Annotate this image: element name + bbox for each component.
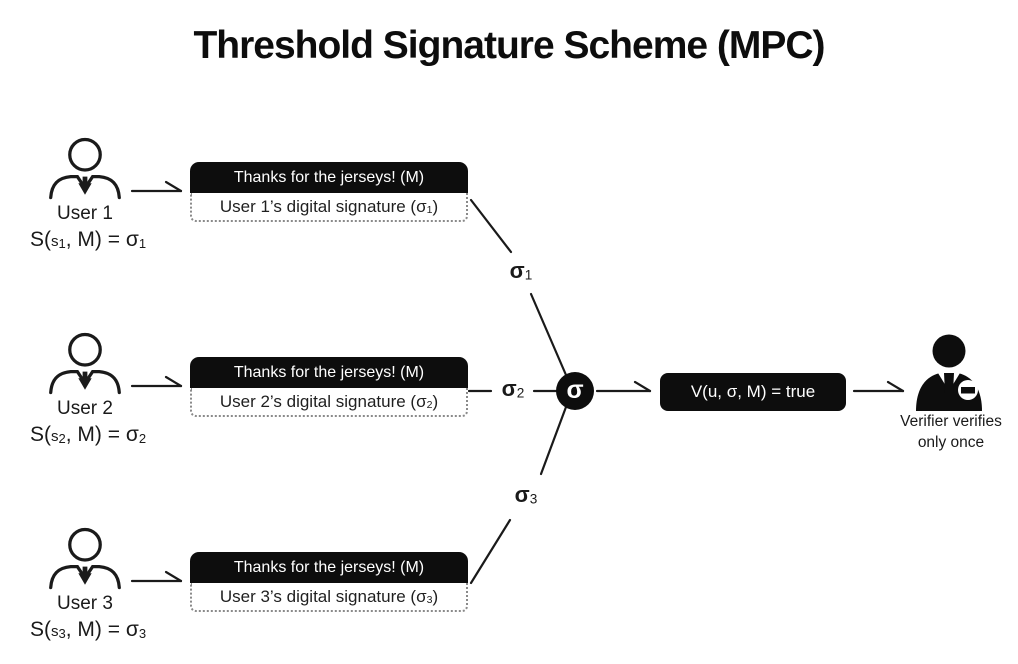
- diagram-title: Threshold Signature Scheme (MPC): [193, 24, 825, 67]
- verification-result-box: V(u, σ, M) = true: [660, 373, 846, 411]
- arrow-user3-to-message-icon: [130, 570, 183, 583]
- sigma-aggregate-node: σ: [556, 372, 594, 410]
- verifier-caption-line2: only once: [917, 434, 985, 451]
- share-label-sigma3: σ3: [514, 482, 538, 507]
- arrow-user2-to-message-icon: [130, 375, 183, 388]
- share-label-sigma1: σ1: [509, 258, 533, 283]
- signature-text: User 3’s digital signature (σ3): [190, 583, 468, 612]
- signed-message-box: Thanks for the jerseys! (M) User 2’s dig…: [190, 357, 468, 417]
- user-icon: [45, 330, 125, 398]
- arrow-user1-to-message-icon: [130, 180, 183, 193]
- message-text: Thanks for the jerseys! (M): [190, 162, 468, 193]
- verifier-caption: Verifier verifies only once: [872, 411, 1018, 453]
- signing-formula: S(s2, M) = σ2: [29, 423, 147, 446]
- signed-message-box: Thanks for the jerseys! (M) User 1’s dig…: [190, 162, 468, 222]
- user-icon: [45, 525, 125, 593]
- verifier-icon: [910, 331, 990, 415]
- arrow-verify-to-verifier-icon: [852, 380, 905, 393]
- share-label-sigma2: σ2: [501, 376, 525, 401]
- message-text: Thanks for the jerseys! (M): [190, 552, 468, 583]
- signed-message-box: Thanks for the jerseys! (M) User 3’s dig…: [190, 552, 468, 612]
- user-icon: [45, 135, 125, 203]
- arrow-node-to-verify-icon: [595, 380, 652, 393]
- signing-formula: S(s3, M) = σ3: [29, 618, 147, 641]
- signature-text: User 1’s digital signature (σ1): [190, 193, 468, 222]
- connector-sig1-line: [469, 198, 568, 377]
- signing-formula: S(s1, M) = σ1: [29, 228, 147, 251]
- user-name-label: User 3: [57, 593, 113, 614]
- user-name-label: User 2: [57, 398, 113, 419]
- user-name-label: User 1: [57, 203, 113, 224]
- message-text: Thanks for the jerseys! (M): [190, 357, 468, 388]
- signature-text: User 2’s digital signature (σ2): [190, 388, 468, 417]
- verifier-caption-line1: Verifier verifies: [900, 413, 1002, 430]
